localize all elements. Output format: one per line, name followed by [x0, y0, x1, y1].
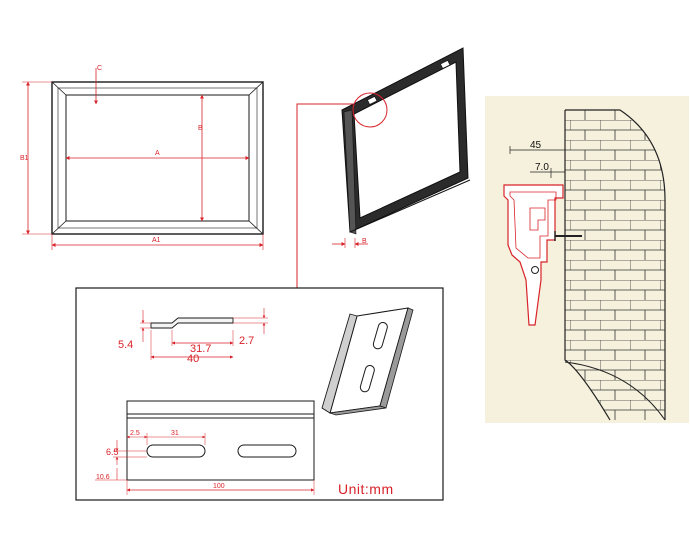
dim-31: 31 [171, 430, 179, 437]
label-a1: A1 [152, 237, 161, 244]
slot-left [146, 444, 206, 458]
label-b1: B1 [20, 155, 29, 162]
unit-label: Unit:mm [338, 481, 394, 497]
dim-45: 45 [530, 140, 542, 151]
label-perspective-b: B [362, 238, 367, 245]
screw-head [531, 266, 539, 274]
dim-10-6: 10.6 [96, 474, 110, 481]
clip-side-profile: 5.4 31.7 40 2.7 [118, 308, 268, 365]
detail-circle [352, 92, 388, 128]
dim-5-4: 5.4 [118, 339, 133, 351]
frame-mid-edge [57, 87, 258, 229]
slot-right [237, 444, 297, 458]
dim-2-7: 2.7 [239, 335, 254, 347]
detail-leader-line [296, 103, 353, 288]
dim-7-0: 7.0 [535, 162, 549, 173]
dim-2-5: 2.5 [130, 430, 140, 437]
clip-front-view: 2.5 31 6.5 10.6 100 [95, 400, 315, 495]
dim-31-7: 31.7 [190, 343, 211, 355]
brick-wall [565, 110, 665, 420]
wall-mount-section: 45 7.0 [485, 96, 689, 423]
frame-perspective-inner [353, 61, 461, 219]
dim-40: 40 [187, 353, 199, 365]
clip-detail-box: 5.4 31.7 40 2.7 [75, 287, 444, 501]
frame-outer-edge [51, 81, 264, 235]
dim-100: 100 [213, 483, 225, 490]
frame-perspective-view: B [332, 47, 471, 248]
dim-6-5: 6.5 [106, 447, 119, 457]
frame-front-view: C A B B1 A1 [20, 65, 264, 250]
label-b: B [198, 125, 203, 132]
label-c: C [97, 65, 102, 72]
clip-perspective-view [321, 307, 414, 416]
label-a: A [155, 150, 160, 157]
